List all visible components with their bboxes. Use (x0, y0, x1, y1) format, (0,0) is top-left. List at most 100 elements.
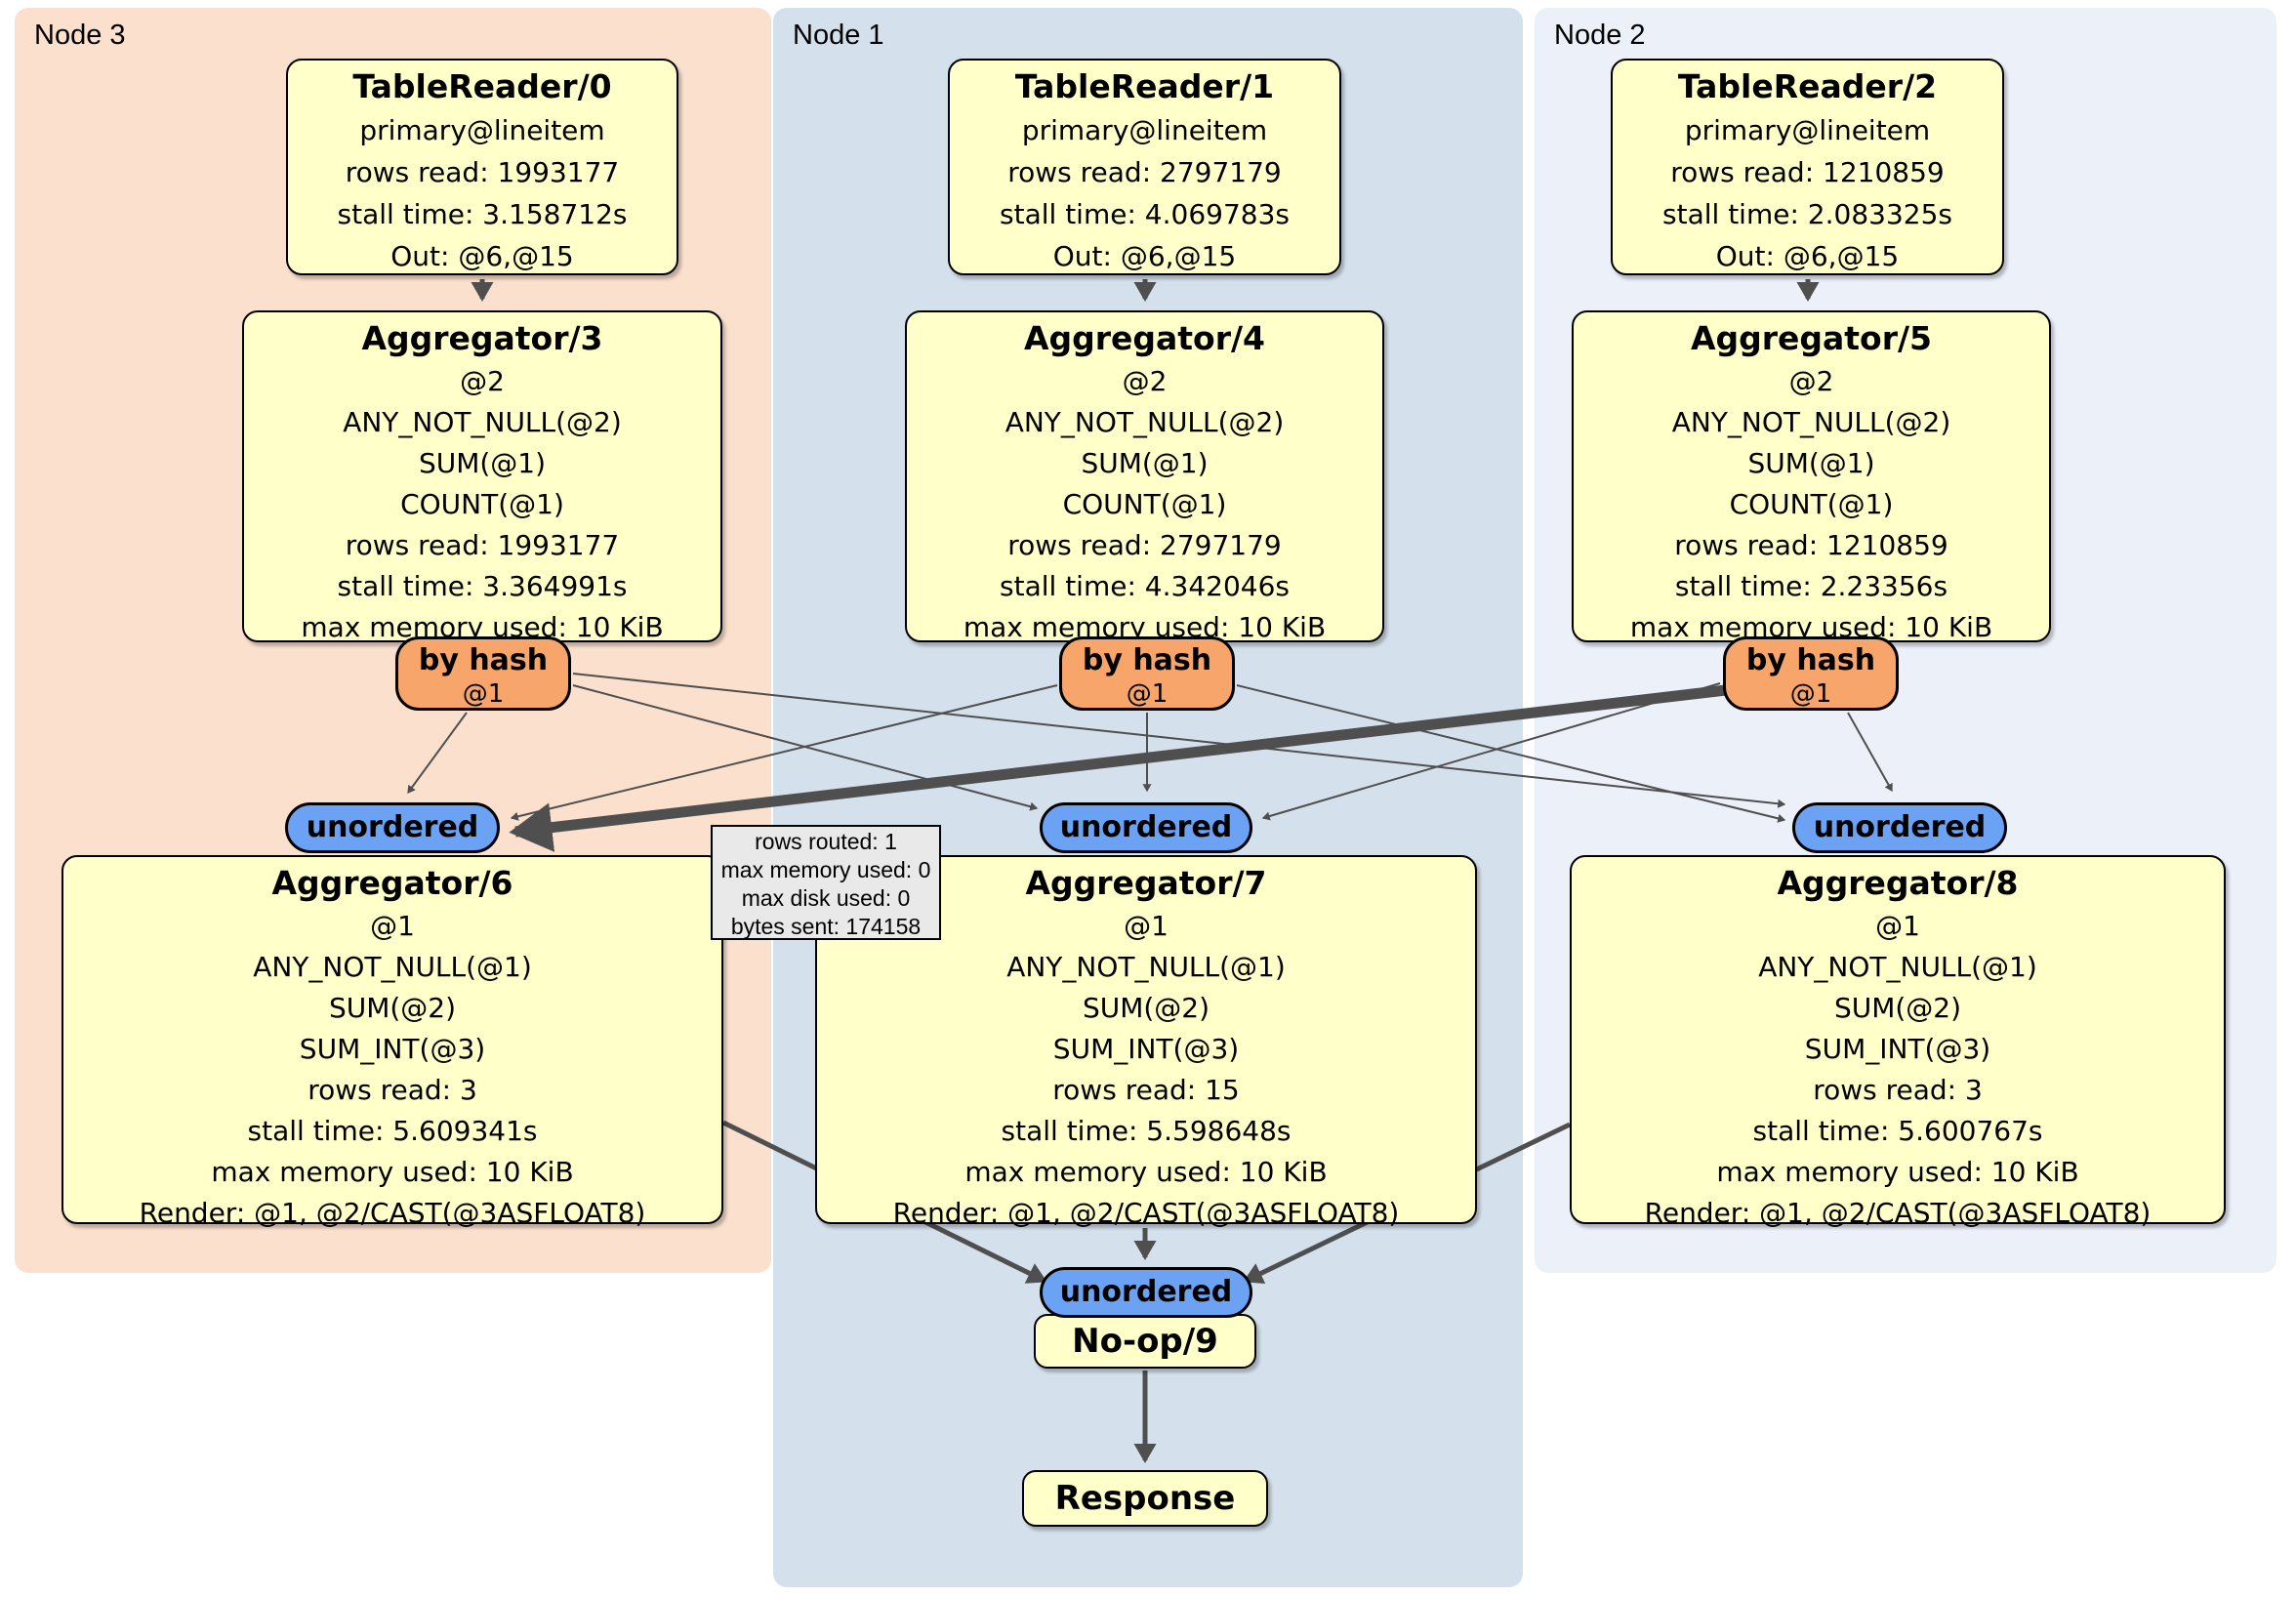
stream-label: unordered (1059, 810, 1233, 844)
processor-detail: Out: @6,@15 (1715, 240, 1900, 272)
processor-detail: @1 (1875, 910, 1920, 942)
processor-detail: stall time: 5.609341s (247, 1115, 538, 1147)
processor-title: TableReader/1 (1014, 67, 1275, 105)
processor-aggregator-5[interactable]: Aggregator/5 @2 ANY_NOT_NULL(@2) SUM(@1)… (1572, 310, 2051, 643)
router-key: @1 (462, 679, 505, 709)
processor-detail: COUNT(@1) (1062, 488, 1227, 520)
processor-title: No-op/9 (1072, 1322, 1218, 1361)
router-by-hash-node3[interactable]: by hash @1 (395, 636, 571, 711)
processor-detail: SUM(@2) (1082, 992, 1210, 1024)
processor-title: Aggregator/3 (361, 319, 603, 357)
processor-detail: Render: @1, @2/CAST(@3ASFLOAT8) (139, 1197, 646, 1229)
processor-detail: SUM(@2) (328, 992, 457, 1024)
processor-detail: stall time: 5.598648s (1001, 1115, 1292, 1147)
processor-detail: SUM(@1) (1081, 447, 1209, 479)
processor-aggregator-8[interactable]: Aggregator/8 @1 ANY_NOT_NULL(@1) SUM(@2)… (1570, 855, 2226, 1229)
stream-unordered-node1[interactable]: unordered (1040, 802, 1252, 853)
processor-detail: max memory used: 10 KiB (1716, 1156, 2079, 1188)
router-key: @1 (1126, 679, 1168, 709)
processor-detail: stall time: 3.158712s (337, 198, 628, 230)
processor-aggregator-6[interactable]: Aggregator/6 @1 ANY_NOT_NULL(@1) SUM(@2)… (62, 855, 723, 1229)
stream-unordered-final[interactable]: unordered (1040, 1267, 1252, 1318)
processor-detail: rows read: 1210859 (1670, 156, 1945, 188)
processor-detail: stall time: 2.083325s (1662, 198, 1952, 230)
processor-detail: rows read: 3 (308, 1074, 477, 1106)
processor-detail: SUM(@1) (1747, 447, 1875, 479)
processor-detail: @1 (370, 910, 415, 942)
processor-title: Aggregator/6 (271, 864, 513, 902)
processor-detail: max memory used: 10 KiB (211, 1156, 574, 1188)
processor-detail: Render: @1, @2/CAST(@3ASFLOAT8) (892, 1197, 1400, 1229)
processor-title: TableReader/2 (1677, 67, 1938, 105)
processor-detail: @2 (460, 365, 505, 397)
stream-label: unordered (1059, 1275, 1233, 1309)
edge-byhash2-unordered3-thick (509, 684, 1727, 852)
router-title: by hash (1082, 643, 1212, 677)
processor-detail: max memory used: 10 KiB (964, 1156, 1328, 1188)
processor-detail: rows read: 2797179 (1007, 529, 1282, 561)
edge-byhash1-unordered3 (510, 684, 1058, 821)
processor-title: Aggregator/8 (1777, 864, 2019, 902)
processor-detail: @2 (1122, 365, 1168, 397)
processor-title: Aggregator/4 (1023, 319, 1266, 357)
processor-detail: stall time: 4.342046s (1000, 570, 1290, 602)
stream-label: unordered (306, 810, 479, 844)
processor-detail: SUM_INT(@3) (299, 1033, 486, 1065)
router-title: by hash (1745, 643, 1876, 677)
processor-detail: Out: @6,@15 (1052, 240, 1237, 272)
processor-detail: rows read: 2797179 (1007, 156, 1282, 188)
processor-detail: stall time: 3.364991s (337, 570, 628, 602)
processor-response[interactable]: Response (1022, 1470, 1268, 1527)
processor-detail: rows read: 1210859 (1674, 529, 1948, 561)
processor-detail: ANY_NOT_NULL(@2) (343, 406, 622, 438)
edge-byhash2-unordered2 (1847, 712, 1893, 793)
processor-title: TableReader/0 (352, 67, 612, 105)
processor-detail: SUM_INT(@3) (1052, 1033, 1240, 1065)
region-node3-label: Node 3 (34, 20, 126, 51)
processor-detail: rows read: 3 (1813, 1074, 1983, 1106)
stream-unordered-node3[interactable]: unordered (285, 802, 500, 853)
processor-detail: rows read: 1993177 (345, 156, 620, 188)
tooltip-line: rows routed: 1 (755, 829, 897, 854)
tooltip-line: bytes sent: 174158 (730, 914, 922, 939)
processor-title: Aggregator/5 (1690, 319, 1933, 357)
processor-aggregator-3[interactable]: Aggregator/3 @2 ANY_NOT_NULL(@2) SUM(@1)… (242, 310, 722, 643)
router-key: @1 (1789, 679, 1832, 709)
processor-detail: stall time: 2.23356s (1674, 570, 1948, 602)
processor-aggregator-4[interactable]: Aggregator/4 @2 ANY_NOT_NULL(@2) SUM(@1)… (905, 310, 1384, 643)
processor-detail: ANY_NOT_NULL(@2) (1671, 406, 1951, 438)
processor-title: Response (1054, 1479, 1236, 1518)
processor-tablereader-2[interactable]: TableReader/2 primary@lineitem rows read… (1611, 59, 2004, 275)
processor-detail: @1 (1124, 910, 1168, 942)
processor-detail: primary@lineitem (1684, 114, 1931, 146)
edge-byhash3-unordered3 (407, 712, 468, 794)
processor-detail: ANY_NOT_NULL(@1) (1758, 951, 2037, 983)
stream-stats-tooltip: rows routed: 1 max memory used: 0 max di… (711, 825, 941, 940)
processor-detail: SUM(@2) (1833, 992, 1962, 1024)
stream-unordered-node2[interactable]: unordered (1792, 802, 2007, 853)
processor-detail: stall time: 5.600767s (1752, 1115, 2043, 1147)
processor-title: Aggregator/7 (1025, 864, 1267, 902)
edge-byhash2-unordered1 (1261, 682, 1721, 821)
processor-detail: Render: @1, @2/CAST(@3ASFLOAT8) (1644, 1197, 2152, 1229)
stream-label: unordered (1813, 810, 1987, 844)
processor-detail: SUM(@1) (418, 447, 547, 479)
processor-detail: SUM_INT(@3) (1804, 1033, 1991, 1065)
tooltip-line: max disk used: 0 (741, 885, 911, 911)
processor-detail: COUNT(@1) (400, 488, 564, 520)
processor-detail: rows read: 1993177 (345, 529, 620, 561)
edge-byhash1-unordered2 (1236, 684, 1786, 823)
router-by-hash-node2[interactable]: by hash @1 (1723, 636, 1899, 711)
router-title: by hash (418, 643, 549, 677)
processor-tablereader-0[interactable]: TableReader/0 primary@lineitem rows read… (286, 59, 678, 275)
processor-tablereader-1[interactable]: TableReader/1 primary@lineitem rows read… (948, 59, 1341, 275)
processor-detail: primary@lineitem (359, 114, 605, 146)
processor-detail: stall time: 4.069783s (1000, 198, 1290, 230)
router-by-hash-node1[interactable]: by hash @1 (1059, 636, 1235, 711)
processor-noop-9[interactable]: No-op/9 (1034, 1314, 1256, 1369)
region-node1-label: Node 1 (793, 20, 884, 51)
processor-detail: ANY_NOT_NULL(@1) (253, 951, 532, 983)
processor-detail: Out: @6,@15 (390, 240, 574, 272)
region-node2-label: Node 2 (1554, 20, 1646, 51)
